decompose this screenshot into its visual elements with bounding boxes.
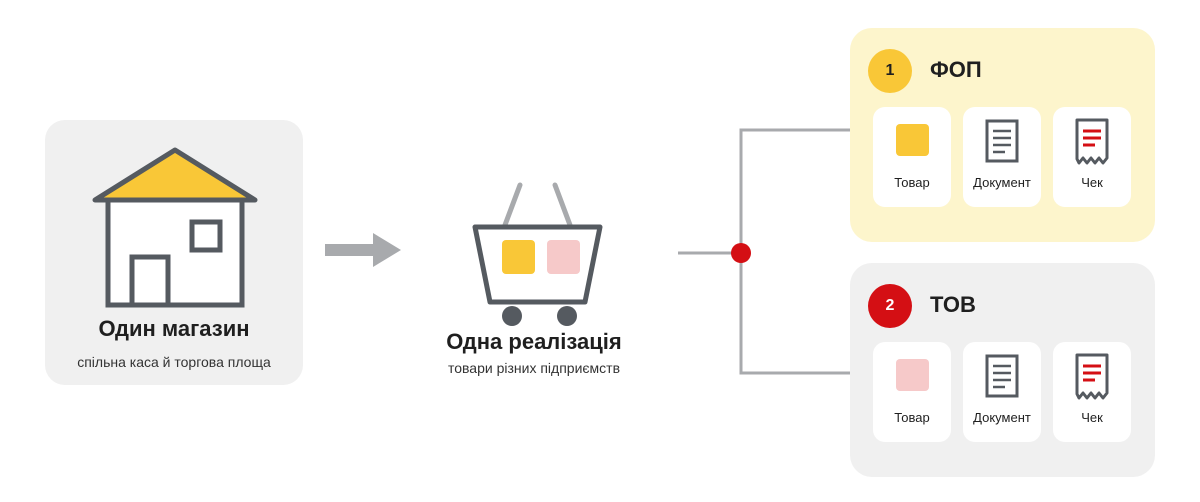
doc-card-receipt: Чек (1053, 342, 1131, 442)
junction-dot (731, 243, 751, 263)
basket-title: Одна реалізація (446, 329, 622, 354)
number-badge: 2 (868, 284, 912, 328)
doc-card-label: Документ (973, 410, 1031, 425)
doc-card-label: Документ (973, 175, 1031, 190)
doc-card-label: Товар (894, 410, 930, 425)
entity-name: ТОВ (930, 292, 976, 317)
doc-card-goods: Товар (873, 107, 951, 207)
document-icon (985, 354, 1019, 398)
basket-icon (472, 182, 603, 326)
doc-card-document: Документ (963, 342, 1041, 442)
goods-square-icon (896, 359, 929, 391)
doc-card-label: Чек (1081, 175, 1103, 190)
doc-card-label: Товар (894, 175, 930, 190)
document-icon (985, 119, 1019, 163)
receipt-icon (1075, 353, 1109, 400)
arrow-right-icon (325, 233, 401, 267)
store-subtitle: спільна каса й торгова площа (77, 354, 271, 370)
house-icon (92, 147, 258, 308)
entity-name: ФОП (930, 57, 982, 82)
doc-card-label: Чек (1081, 410, 1103, 425)
goods-square-icon (896, 124, 929, 156)
basket-subtitle: товари різних підприємств (447, 360, 621, 376)
doc-card-receipt: Чек (1053, 107, 1131, 207)
doc-card-goods: Товар (873, 342, 951, 442)
store-title: Один магазин (98, 316, 250, 341)
number-badge: 1 (868, 49, 912, 93)
doc-card-document: Документ (963, 107, 1041, 207)
receipt-icon (1075, 118, 1109, 165)
